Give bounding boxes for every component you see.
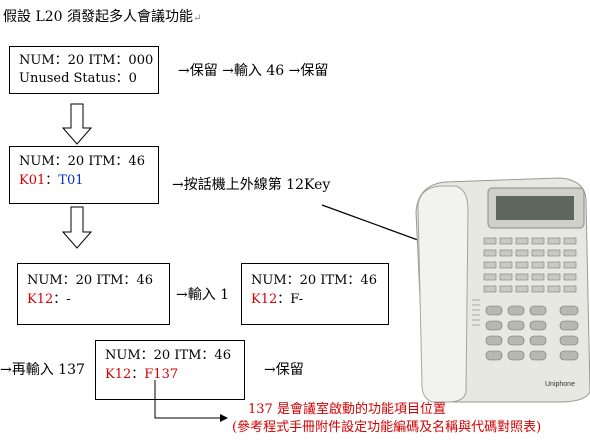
display-box-k12-f137: NUM：20 ITM：46 K12：F137: [95, 340, 245, 400]
phone-brand-label: Uniphone: [545, 381, 575, 388]
display-line-num-itm: NUM：20 ITM：000: [19, 53, 154, 68]
key-label: K12: [27, 292, 54, 307]
step-press-outline-key-12: →按話機上外線第 12Key: [172, 177, 331, 193]
phone-dialpad: [485, 305, 579, 361]
key-separator: ：: [45, 173, 59, 188]
note-function-position: 137 是會議室啟動的功能項目位置: [248, 402, 446, 417]
phone-keys: [483, 237, 577, 293]
display-line-num-itm: NUM：20 ITM：46: [251, 273, 377, 288]
key-value: T01: [58, 173, 84, 188]
paragraph-mark: ↵: [193, 13, 202, 24]
step-hold-final: →保留: [264, 362, 304, 378]
step-input-137: →再輸入 137: [0, 362, 85, 378]
phone-handset: [417, 185, 469, 403]
callout-connector: [154, 380, 222, 419]
phone-illustration: Uniphone: [415, 177, 590, 403]
note-reference-manual: (參考程式手冊附件設定功能編碼及名稱與代碼對照表): [232, 420, 542, 435]
display-box-k01: NUM：20 ITM：46 K01：T01: [9, 146, 159, 204]
phone-lcd-screen: [496, 196, 574, 220]
down-arrow-icon: [61, 206, 93, 249]
key-separator: ：: [53, 292, 67, 307]
key-value: F137: [144, 367, 179, 382]
down-arrow-icon: [61, 103, 93, 145]
step-input-1: →輸入 1: [176, 287, 230, 303]
display-box-k12-f: NUM：20 ITM：46 K12：F-: [241, 263, 389, 325]
key-value: -: [66, 292, 71, 307]
heading: 假設 L20 須發起多人會議功能↵: [3, 9, 202, 25]
display-line-key: K12：F137: [105, 367, 178, 383]
callout-arrowhead-icon: [220, 414, 228, 422]
display-line-num-itm: NUM：20 ITM：46: [105, 348, 231, 363]
key-label: K01: [19, 173, 46, 188]
display-box-initial: NUM：20 ITM：000 Unused Status：0: [9, 46, 159, 94]
display-line-num-itm: NUM：20 ITM：46: [19, 154, 145, 169]
display-line-status: Unused Status：0: [19, 71, 137, 86]
step-hold-input-46: →保留 →輸入 46 →保留: [178, 63, 329, 79]
key-label: K12: [105, 367, 132, 382]
display-line-key: K01：T01: [19, 173, 84, 189]
key-value: F-: [290, 292, 304, 307]
key-separator: ：: [131, 367, 145, 382]
display-box-k12-empty: NUM：20 ITM：46 K12：-: [17, 263, 170, 325]
key-label: K12: [251, 292, 278, 307]
key-separator: ：: [277, 292, 291, 307]
display-line-key: K12：F-: [251, 292, 303, 308]
display-line-key: K12：-: [27, 292, 71, 308]
display-line-num-itm: NUM：20 ITM：46: [27, 273, 153, 288]
phone-speaker-grille: [472, 299, 480, 326]
